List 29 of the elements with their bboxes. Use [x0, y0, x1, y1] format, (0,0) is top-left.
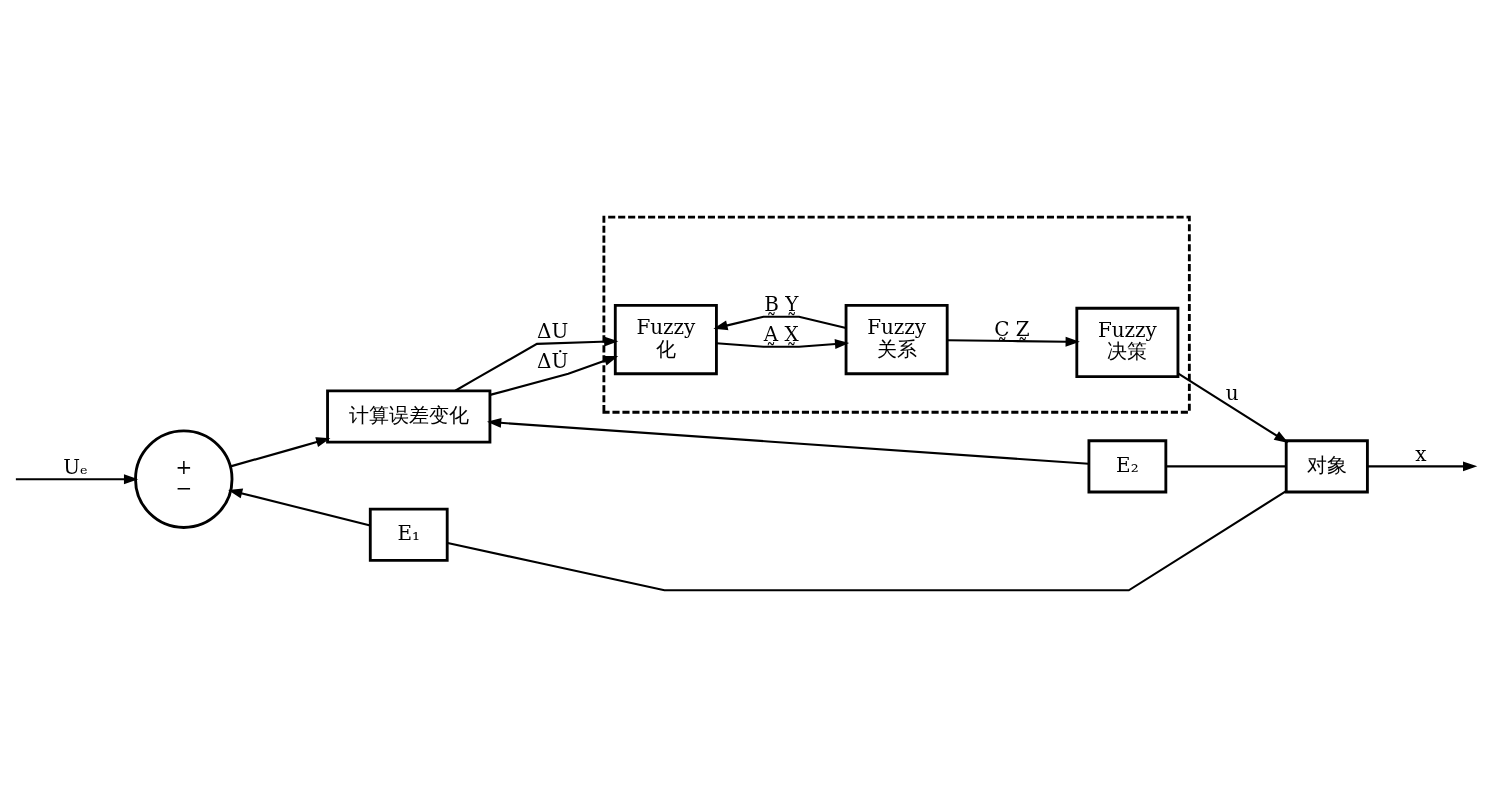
edge-label: u — [1225, 380, 1239, 405]
arrow — [228, 488, 371, 526]
arrow — [713, 315, 847, 330]
arrow — [947, 336, 1080, 347]
connector — [1166, 464, 1287, 467]
arrow — [1367, 460, 1478, 471]
arrow — [230, 436, 331, 467]
node-box: E₁ — [368, 507, 449, 562]
edge-label: ΔU — [537, 318, 569, 343]
arrow — [486, 417, 1089, 465]
connector — [447, 489, 1287, 591]
edge-label: B̰ Y̰ — [764, 291, 799, 316]
node-box: E₂ — [1087, 438, 1168, 493]
edge-label: ΔU̇ — [537, 348, 569, 373]
node-box: Fuzzy 关系 — [844, 303, 949, 375]
node-box: 计算误差变化 — [326, 388, 492, 444]
edge-label: A̰ X̰ — [763, 321, 799, 346]
arrow — [15, 473, 139, 484]
arrow — [1177, 372, 1289, 443]
arrow — [454, 336, 619, 392]
edge-label: Uₑ — [63, 454, 88, 479]
node-box: Fuzzy 决策 — [1075, 306, 1180, 378]
arrow — [489, 355, 619, 396]
edge-label: x — [1415, 441, 1427, 466]
node-circle: + − — [134, 429, 234, 529]
node-box: 对象 — [1284, 438, 1369, 493]
edge-label: C̰ Z̰ — [994, 316, 1030, 341]
arrow — [716, 338, 850, 349]
node-box: Fuzzy 化 — [613, 303, 718, 375]
